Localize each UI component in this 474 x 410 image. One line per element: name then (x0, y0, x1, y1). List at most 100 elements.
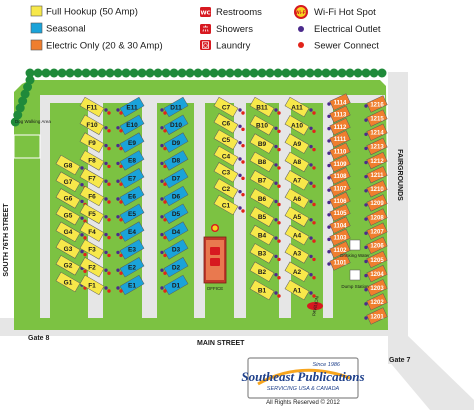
campsite-1103[interactable] (329, 228, 351, 247)
campsite-g1[interactable] (55, 271, 81, 293)
campsite-a3[interactable] (284, 243, 310, 264)
campsite-f8[interactable] (79, 150, 105, 171)
campsite-1208[interactable] (366, 208, 388, 226)
sewer-connect-icon (241, 111, 245, 115)
sewer-connect-icon (107, 235, 111, 240)
sewer-connect-icon (119, 111, 123, 115)
campsite-a8[interactable] (284, 151, 310, 173)
campsite-b2[interactable] (249, 261, 275, 282)
campsite-b10[interactable] (249, 115, 275, 136)
campsite-1107[interactable] (329, 179, 351, 197)
campsite-f7[interactable] (79, 168, 105, 189)
sewer-connect-icon (277, 147, 281, 152)
campsite-c3[interactable] (213, 162, 239, 183)
campsite-b1[interactable] (249, 279, 275, 301)
campsite-c7[interactable] (213, 96, 239, 118)
campsite-a9[interactable] (284, 133, 310, 154)
campsite-a7[interactable] (284, 170, 310, 191)
campsite-c6[interactable] (213, 113, 239, 134)
campsite-1215[interactable] (366, 109, 388, 127)
campsite-f4[interactable] (79, 221, 105, 242)
campsite-c2[interactable] (213, 178, 239, 199)
campsite-g4[interactable] (55, 221, 81, 243)
campsite-label: C5 (222, 137, 231, 144)
campsite-b4[interactable] (249, 224, 275, 246)
campsite-1207[interactable] (366, 222, 388, 240)
campsite-label: E7 (128, 176, 136, 183)
campsite-1205[interactable] (366, 250, 388, 269)
campsite-1202[interactable] (366, 293, 388, 311)
campsite-1209[interactable] (366, 194, 388, 212)
campsite-c5[interactable] (213, 129, 239, 150)
campsite-g7[interactable] (55, 171, 81, 192)
campsite-f11[interactable] (79, 96, 105, 118)
campsite-1212[interactable] (366, 151, 388, 170)
campsite-f9[interactable] (79, 132, 105, 153)
campsite-c1[interactable] (213, 194, 239, 216)
campsite-1108[interactable] (329, 167, 351, 185)
sewer-connect-icon (163, 129, 167, 133)
campsite-g8[interactable] (55, 154, 81, 176)
campsite-g5[interactable] (55, 204, 81, 226)
sewer-connect-icon (119, 289, 123, 293)
campsite-b5[interactable] (249, 206, 275, 227)
campsite-a5[interactable] (284, 206, 310, 227)
campsite-g6[interactable] (55, 188, 81, 209)
campsite-label: D8 (172, 158, 181, 165)
campsite-b11[interactable] (249, 96, 275, 118)
campsite-1214[interactable] (366, 123, 388, 141)
campsite-1106[interactable] (329, 191, 351, 210)
tree-icon (65, 68, 75, 78)
campsite-1204[interactable] (366, 264, 388, 283)
campsite-1114[interactable] (329, 93, 351, 111)
electrical-outlet-icon (104, 250, 108, 255)
campsite-b7[interactable] (249, 170, 275, 191)
campsite-f2[interactable] (79, 257, 105, 278)
sewer-connect-icon (107, 253, 111, 258)
campsite-b8[interactable] (249, 151, 275, 173)
campsite-1211[interactable] (366, 165, 388, 184)
campsite-1105[interactable] (329, 204, 351, 222)
campsite-b3[interactable] (249, 243, 275, 264)
campsite-a6[interactable] (284, 188, 310, 209)
campsite-1109[interactable] (329, 154, 351, 173)
campsite-c4[interactable] (213, 145, 239, 167)
campsite-f5[interactable] (79, 203, 105, 224)
campsite-1110[interactable] (329, 142, 351, 160)
campsite-1104[interactable] (329, 216, 351, 234)
gate8-label: Gate 8 (28, 335, 50, 342)
campsite-1112[interactable] (329, 117, 351, 136)
campsite-a4[interactable] (284, 224, 310, 246)
electrical-outlet-icon (116, 268, 120, 272)
campsite-g3[interactable] (55, 238, 81, 259)
campsite-f3[interactable] (79, 239, 105, 260)
campsite-1201[interactable] (366, 307, 388, 325)
campsite-a10[interactable] (284, 115, 310, 136)
campsite-1213[interactable] (366, 137, 388, 156)
campsite-a11[interactable] (284, 96, 310, 118)
campsite-g2[interactable] (55, 255, 81, 276)
tree-icon (265, 68, 275, 78)
sewer-connect-icon (312, 239, 316, 243)
campsite-label: C6 (222, 121, 231, 128)
campsite-f1[interactable] (79, 274, 105, 296)
campsite-1210[interactable] (366, 180, 388, 198)
campsite-1206[interactable] (366, 236, 388, 255)
electrical-outlet-icon (238, 124, 242, 129)
campsite-1113[interactable] (329, 105, 351, 123)
campsite-label: A6 (293, 196, 302, 203)
campsite-a1[interactable] (284, 279, 310, 301)
campsite-1203[interactable] (366, 279, 388, 297)
electrical-outlet-icon (160, 143, 164, 148)
campsite-b9[interactable] (249, 133, 275, 154)
campsite-b6[interactable] (249, 188, 275, 209)
campsite-1101[interactable] (329, 253, 351, 271)
campsite-a2[interactable] (284, 261, 310, 282)
campsite-label: E10 (126, 122, 138, 129)
campsite-1102[interactable] (329, 241, 351, 259)
campsite-f6[interactable] (79, 185, 105, 207)
campsite-1111[interactable] (329, 130, 351, 148)
campsite-f10[interactable] (79, 114, 105, 135)
campsite-1216[interactable] (366, 95, 388, 113)
electrical-outlet-icon (274, 181, 278, 185)
